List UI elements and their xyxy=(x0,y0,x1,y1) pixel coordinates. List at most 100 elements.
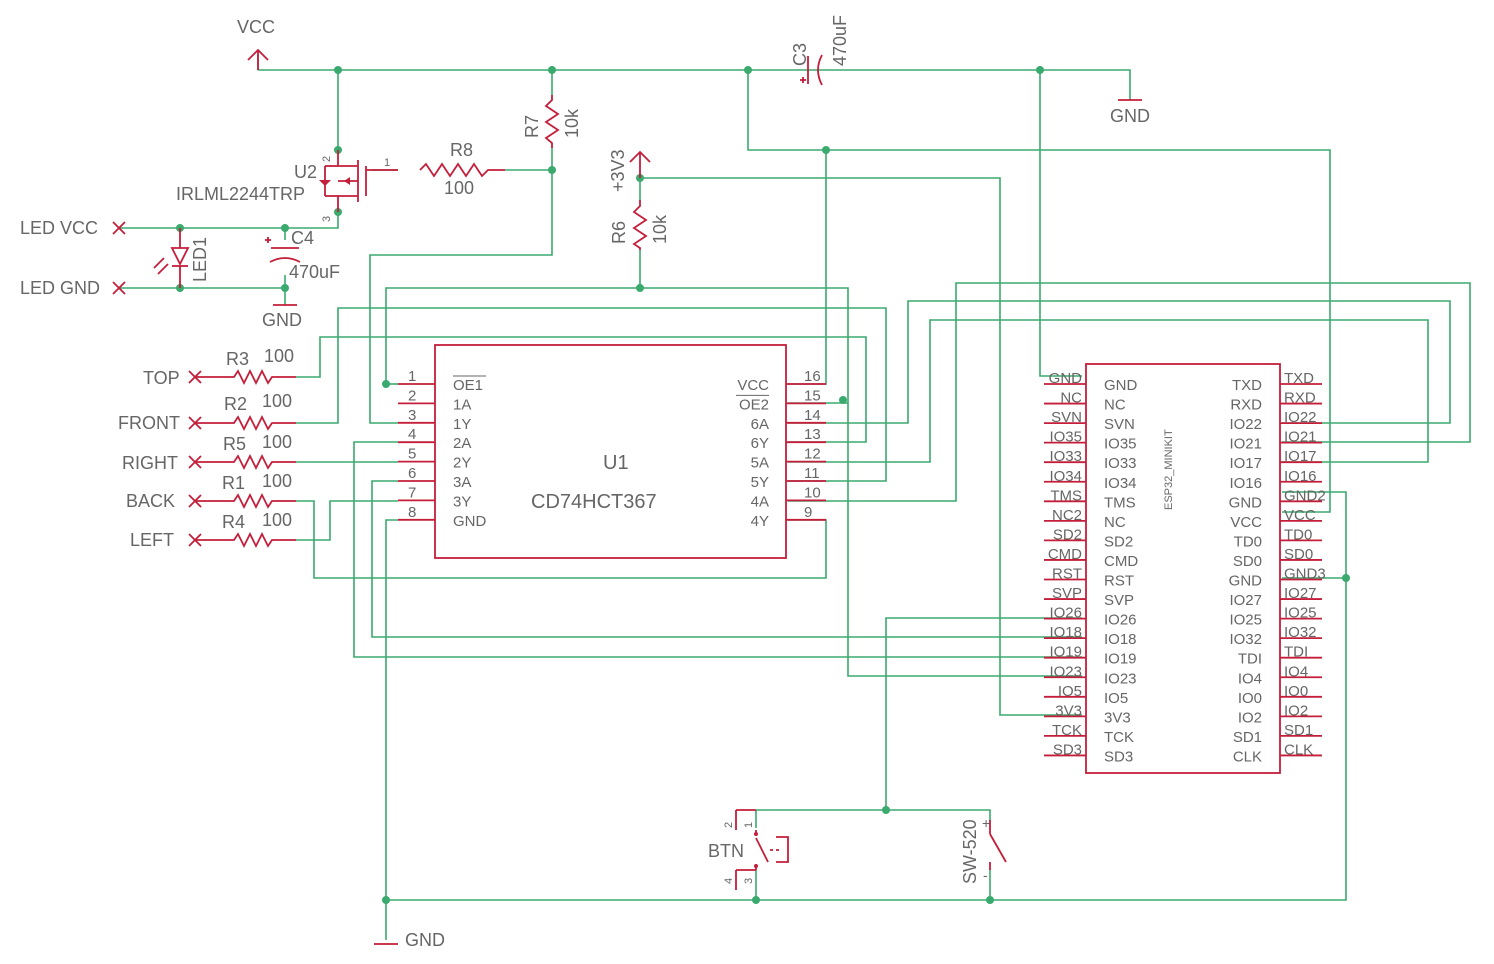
u1-pin-name: 1Y xyxy=(453,416,471,433)
esp32-pin-label: IO17 xyxy=(1284,448,1317,465)
resistor-r7: R7 10k xyxy=(522,95,582,148)
esp32-pin-label: IO23 xyxy=(1049,663,1082,680)
esp32-pin-name: IO19 xyxy=(1104,651,1137,668)
svg-text:TOP: TOP xyxy=(143,368,180,388)
esp32-pin-name: GND xyxy=(1229,573,1263,590)
svg-text:10k: 10k xyxy=(650,214,670,244)
esp32-pin-label: IO35 xyxy=(1049,429,1082,446)
svg-text:RIGHT: RIGHT xyxy=(122,453,178,473)
u1-pin-name: 4A xyxy=(751,493,769,510)
esp32-pin-name: SD1 xyxy=(1233,729,1262,746)
svg-text:+3V3: +3V3 xyxy=(608,149,628,192)
svg-text:-: - xyxy=(983,867,988,883)
svg-text:R2: R2 xyxy=(224,394,247,414)
mosfet-u2: 2 3 1 U2 IRLML2244TRP xyxy=(176,150,398,222)
svg-text:470uF: 470uF xyxy=(830,15,850,66)
esp32-pin-name: TMS xyxy=(1104,494,1136,511)
esp32-pin-name: VCC xyxy=(1230,514,1262,531)
u1-pin-number: 16 xyxy=(804,368,821,385)
esp32-pin-name: IO21 xyxy=(1229,436,1262,453)
u1-pin-name: 5Y xyxy=(751,474,769,491)
esp32-pin-name: TXD xyxy=(1232,377,1262,394)
esp32-pin-label: IO16 xyxy=(1284,468,1317,485)
esp32-pin-label: TDI xyxy=(1284,644,1308,661)
svg-text:3: 3 xyxy=(321,216,333,222)
svg-text:GND: GND xyxy=(262,310,302,330)
gnd-symbol-c4: GND xyxy=(262,304,302,330)
svg-text:R3: R3 xyxy=(226,349,249,369)
u1-pin-number: 15 xyxy=(804,387,821,404)
esp32-pin-label: IO26 xyxy=(1049,605,1082,622)
svg-text:3: 3 xyxy=(743,878,755,884)
esp32-pin-name: IO16 xyxy=(1229,475,1262,492)
svg-text:2: 2 xyxy=(723,822,735,828)
esp32-pin-label: IO18 xyxy=(1049,624,1082,641)
svg-text:R1: R1 xyxy=(222,473,245,493)
u1-pin-number: 2 xyxy=(408,387,416,404)
v3-symbol: +3V3 xyxy=(608,149,651,192)
esp32-pin-name: CLK xyxy=(1233,748,1262,765)
gnd-symbol-top: GND xyxy=(1110,99,1150,126)
esp32-pin-name: IO23 xyxy=(1104,670,1137,687)
svg-text:1: 1 xyxy=(384,157,390,169)
ic-u1: U1 CD74HCT367 1OE121A31Y42A52Y63A73Y8GND… xyxy=(398,344,826,559)
u1-pin-name: GND xyxy=(453,513,487,530)
esp32-right-pins: TXDTXDRXDRXDIO22IO22IO21IO21IO17IO17IO16… xyxy=(1229,370,1326,765)
esp32-pin-name: IO0 xyxy=(1238,690,1262,707)
svg-text:R8: R8 xyxy=(450,140,473,160)
led1: LED1 xyxy=(153,228,210,288)
svg-text:R7: R7 xyxy=(522,115,542,138)
input-left: LEFT R4 100 xyxy=(130,510,296,550)
esp32-pin-label: CLK xyxy=(1284,741,1313,758)
u1-pin-name: 2Y xyxy=(453,455,471,472)
esp32-pin-name: NC xyxy=(1104,514,1126,531)
esp32-pin-name: SVP xyxy=(1104,592,1134,609)
esp32-pin-name: IO27 xyxy=(1229,592,1262,609)
esp32-pin-label: GND3 xyxy=(1284,566,1326,583)
svg-text:470uF: 470uF xyxy=(289,262,340,282)
esp32-pin-label: 3V3 xyxy=(1055,702,1082,719)
esp32-pin-label: IO33 xyxy=(1049,448,1082,465)
esp32-pin-label: IO19 xyxy=(1049,644,1082,661)
u1-pin-name: 6Y xyxy=(751,435,769,452)
u1-pin-name: OE1 xyxy=(453,377,483,394)
esp32-pin-name: IO33 xyxy=(1104,455,1137,472)
input-top: TOP R3 100 xyxy=(143,346,296,388)
esp32-pin-name: NC xyxy=(1104,397,1126,414)
esp32-pin-name: IO18 xyxy=(1104,631,1137,648)
esp32-pin-name: SVN xyxy=(1104,416,1135,433)
svg-text:CD74HCT367: CD74HCT367 xyxy=(531,491,657,513)
u1-pin-name: OE2 xyxy=(739,396,769,413)
svg-text:2: 2 xyxy=(321,156,333,162)
esp32-pin-label: TXD xyxy=(1284,370,1314,387)
esp32-pin-name: IO25 xyxy=(1229,612,1262,629)
svg-text:100: 100 xyxy=(262,510,292,530)
led-gnd-terminal: LED GND xyxy=(20,278,126,298)
resistor-r6: R6 10k xyxy=(609,200,670,250)
esp32-pin-label: IO0 xyxy=(1284,683,1308,700)
svg-text:4: 4 xyxy=(723,878,735,884)
esp32-pin-label: IO32 xyxy=(1284,624,1317,641)
u1-pin-number: 10 xyxy=(804,484,821,501)
esp32-pin-label: CMD xyxy=(1048,546,1082,563)
svg-text:100: 100 xyxy=(262,471,292,491)
u1-pin-name: 4Y xyxy=(751,513,769,530)
esp32-pin-label: GND xyxy=(1049,370,1083,387)
u1-pin-number: 9 xyxy=(804,504,812,521)
esp32-pin-name: IO2 xyxy=(1238,709,1262,726)
input-right: RIGHT R5 100 xyxy=(122,432,296,473)
svg-text:BTN: BTN xyxy=(708,841,744,861)
esp32-pin-label: RXD xyxy=(1284,390,1316,407)
svg-text:VCC: VCC xyxy=(237,17,275,37)
svg-text:+: + xyxy=(982,815,990,831)
input-front: FRONT R2 100 xyxy=(118,391,296,433)
esp32-pin-label: GND2 xyxy=(1284,487,1326,504)
svg-text:ESP32_MINIKIT: ESP32_MINIKIT xyxy=(1163,429,1175,510)
u1-pin-number: 13 xyxy=(804,426,821,443)
u1-pin-number: 14 xyxy=(804,407,821,424)
junction-dots xyxy=(176,66,1350,904)
esp32-pin-label: IO22 xyxy=(1284,409,1317,426)
esp32-pin-name: RST xyxy=(1104,573,1134,590)
svg-text:LED VCC: LED VCC xyxy=(20,218,98,238)
svg-text:SW-520: SW-520 xyxy=(960,819,980,884)
